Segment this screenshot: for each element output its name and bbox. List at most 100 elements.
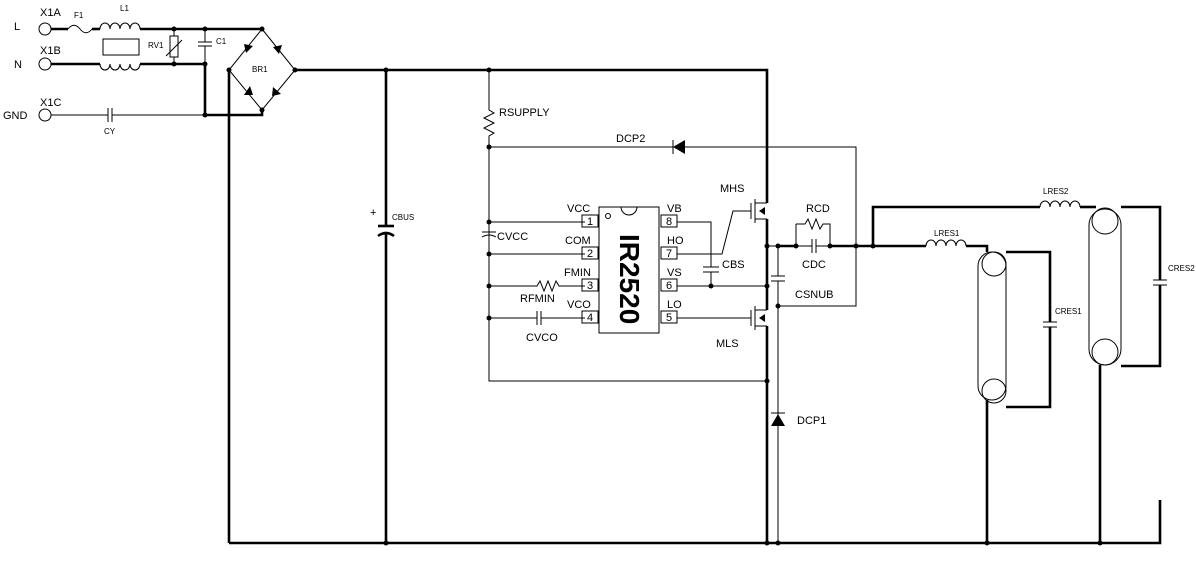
capacitor-cdc-label: CDC	[802, 259, 826, 271]
junction	[708, 283, 714, 289]
inductor-l1-core	[102, 38, 140, 56]
ic-left-pins: 1 VCC 2 COM 3 FMIN 4 VCO	[564, 203, 599, 324]
junction	[383, 67, 389, 73]
capacitor-cres1-label: CRES1	[1055, 307, 1082, 316]
ic-pin-number: 8	[666, 216, 672, 228]
mosfet-mhs	[750, 192, 769, 246]
ic-pin-box	[660, 310, 678, 324]
ic-pin-name: LO	[667, 299, 682, 311]
wire-lamp2-cres2-top	[1121, 205, 1162, 280]
capacitor-cvco-label: CVCO	[526, 332, 558, 344]
terminal-l-group: L X1A	[14, 7, 61, 36]
terminal-x1a-label: X1A	[40, 7, 61, 19]
capacitor-c1-label: C1	[216, 37, 227, 46]
junction	[764, 378, 770, 384]
wire-dcp2	[489, 146, 857, 307]
junction	[1097, 540, 1103, 546]
ic-pin-name: VS	[667, 267, 682, 279]
junction	[775, 303, 781, 309]
varistor-rv1	[169, 35, 179, 58]
junction	[486, 251, 492, 257]
ic-pin-name: COM	[565, 235, 591, 247]
ic-pin-name: VCO	[567, 299, 591, 311]
net-label-l: L	[14, 21, 20, 33]
capacitor-cvcc-label: CVCC	[497, 231, 528, 243]
varistor-rv1-label: RV1	[148, 41, 164, 50]
inductor-lres1-label: LRES1	[934, 229, 960, 238]
mosfet-mls-label: MLS	[716, 338, 739, 350]
capacitor-cvco	[489, 311, 585, 325]
junction	[486, 315, 492, 321]
ic-pin-number: 7	[666, 248, 672, 260]
junction	[202, 26, 208, 32]
lamp-2	[1088, 207, 1122, 366]
capacitor-cres2	[1153, 279, 1167, 286]
mosfet-mls	[750, 306, 767, 330]
terminal-x1b-label: X1B	[40, 45, 61, 57]
wire-vb	[677, 221, 712, 267]
resistor-rfmin	[489, 279, 585, 293]
ic-pin-box	[660, 246, 678, 260]
capacitor-c1	[198, 29, 212, 64]
resistor-rcd	[795, 217, 831, 246]
inductor-lres2	[1039, 200, 1081, 208]
terminal-x1b	[38, 57, 52, 71]
lamp-1	[977, 251, 1007, 404]
terminal-n-group: N X1B	[14, 45, 61, 71]
ic-pin-box	[660, 278, 678, 292]
net-label-n: N	[14, 59, 22, 71]
capacitor-cbus-polarity: +	[370, 207, 376, 219]
inductor-lres2-label: LRES2	[1043, 187, 1069, 196]
ic-pin-box	[660, 214, 678, 228]
wire-lamp1-cres1-bottom	[1006, 303, 1052, 409]
ic-pin-number: 3	[587, 280, 593, 292]
capacitor-csnub	[767, 245, 785, 543]
ic-pin-box	[581, 310, 599, 324]
inductor-l1-label: L1	[120, 4, 129, 13]
inductor-lres1	[925, 239, 967, 247]
inductor-l1-bottom	[99, 63, 141, 71]
ic-pin-box	[581, 214, 599, 228]
ic-part-number: IR2520	[614, 234, 645, 324]
ic-pin-box	[581, 246, 599, 260]
capacitor-cbs-label: CBS	[722, 259, 745, 271]
terminal-x1c-label: X1C	[40, 97, 61, 109]
diode-dcp1	[771, 414, 785, 426]
resistor-rsupply-label: RSUPPLY	[499, 107, 550, 119]
terminal-x1a	[38, 22, 52, 36]
capacitor-cbus-label: CBUS	[392, 213, 414, 222]
mosfet-mhs-label: MHS	[720, 183, 744, 195]
junction	[853, 243, 859, 249]
capacitor-cy	[51, 108, 205, 122]
ic-pin-name: VCC	[567, 203, 590, 215]
junction	[793, 243, 799, 249]
net-label-gnd: GND	[3, 110, 28, 122]
junction	[486, 219, 492, 225]
ic-pin-name: VB	[667, 203, 682, 215]
junction	[259, 26, 265, 32]
ic-pin-box	[581, 278, 599, 292]
wire-lamp1-cres1-top	[1006, 250, 1052, 303]
ic-ir2520: IR2520	[598, 206, 660, 334]
ic-pin1-marker	[605, 213, 611, 219]
fuse-f1	[67, 24, 93, 34]
capacitor-cy-label: CY	[104, 127, 116, 136]
ic-pin-number: 6	[666, 280, 672, 292]
fuse-f1-label: F1	[74, 11, 84, 20]
ic-pin-number: 4	[587, 312, 593, 324]
capacitor-cdc	[796, 239, 830, 253]
junction	[486, 283, 492, 289]
ic-pin-number: 2	[587, 248, 593, 260]
wire-n-bridge	[203, 64, 264, 117]
terminal-gnd-group: GND X1C	[3, 97, 61, 122]
capacitor-cres2-label: CRES2	[1168, 264, 1195, 273]
diode-dcp2	[673, 140, 685, 154]
capacitor-cbs	[703, 266, 719, 286]
ic-right-pins: 8 VB 7 HO 6 VS 5 LO	[660, 203, 684, 324]
diode-dcp1-label: DCP1	[797, 415, 826, 427]
ic-pin-name: HO	[667, 235, 684, 247]
junction	[171, 61, 177, 67]
bridge-br1-label: BR1	[252, 65, 268, 74]
ic-pin-number: 1	[587, 216, 593, 228]
terminal-x1c	[38, 108, 52, 122]
